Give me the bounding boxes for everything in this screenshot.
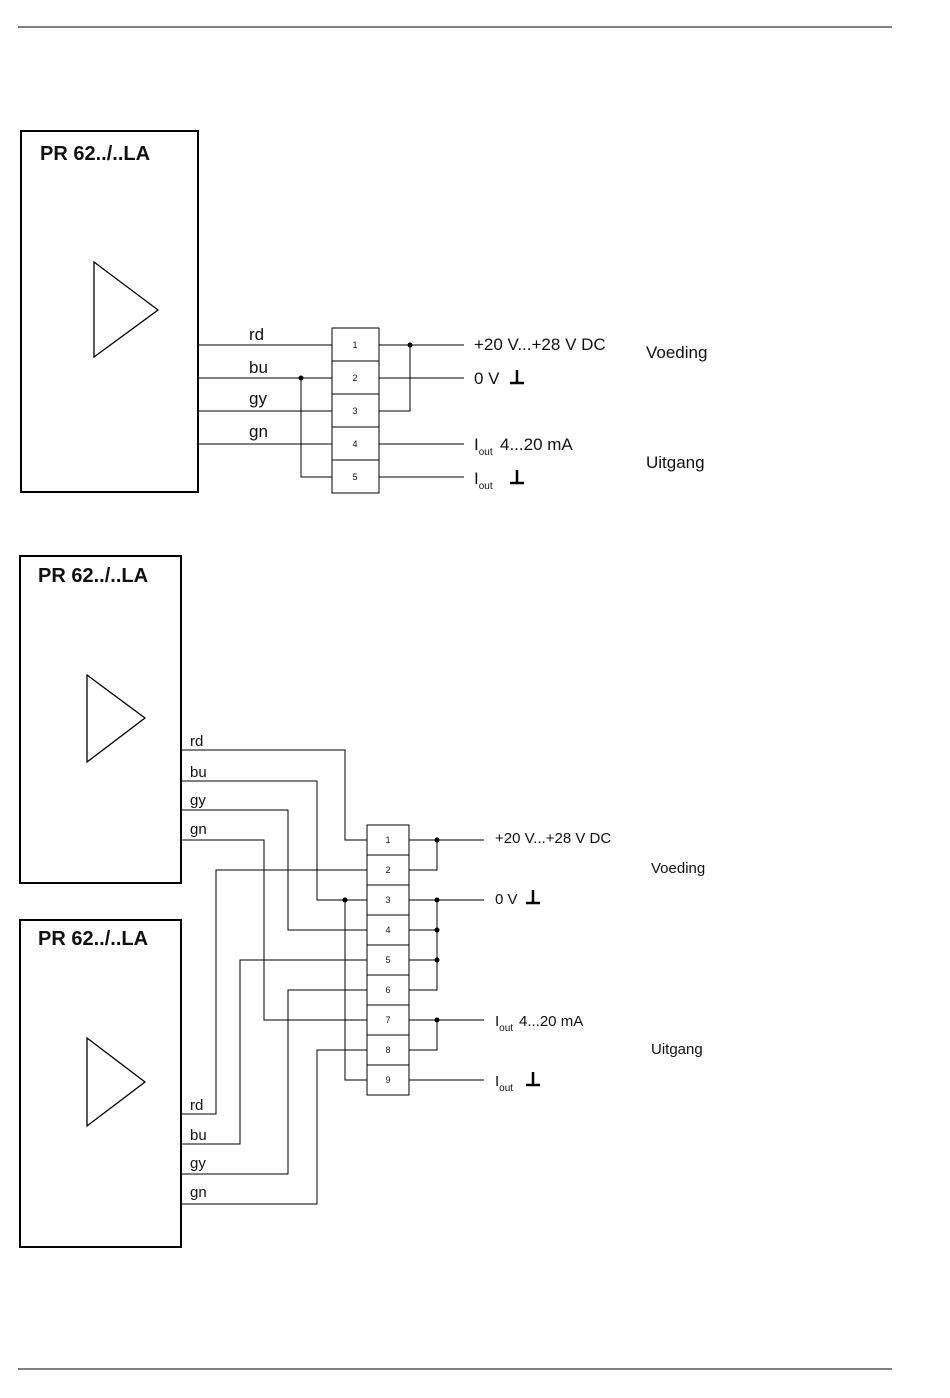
junction-dot [435,898,440,903]
ground-icon [526,1072,540,1085]
terminal-number: 5 [385,955,390,965]
diagram-single-loadcell: PR 62../..LA rd bu gy gn 1 2 3 4 5 [21,131,707,493]
junction-dot [343,898,348,903]
zero-v-label: 0 V [474,369,500,388]
ground-icon [510,470,524,483]
loadcell-box-bottom [20,920,181,1247]
wire-label-bu: bu [249,358,268,377]
amplifier-icon [87,675,145,762]
terminal-number: 3 [352,406,357,416]
terminal-block: 1 2 3 4 5 6 7 8 9 [367,825,409,1095]
wire-label-top-bu: bu [190,764,207,781]
junction-dot [435,838,440,843]
terminal-number: 1 [352,340,357,350]
wire-label-top-gn: gn [190,821,207,838]
wire-bottom-gn [181,1050,367,1204]
supply-plus-label: +20 V...+28 V DC [495,830,611,847]
junction-dot [408,343,413,348]
wire-label-bottom-bu: bu [190,1127,207,1144]
wire-label-bottom-gn: gn [190,1184,207,1201]
wire-label-gy: gy [249,389,267,408]
wire-top-rd [181,750,367,840]
diagram-dual-loadcell: PR 62../..LA PR 62../..LA rd bu gy gn rd… [20,556,705,1247]
wire-label-gn: gn [249,422,268,441]
loadcell-title-top: PR 62../..LA [38,565,148,587]
junction-dot [299,376,304,381]
amplifier-icon [87,1038,145,1126]
loadcell-box [21,131,198,492]
iout-gnd-label: Iout [495,1073,513,1094]
terminal-block: 1 2 3 4 5 [332,328,379,493]
loadcell-box-top [20,556,181,883]
wire-label-rd: rd [249,325,264,344]
terminal-number: 6 [385,985,390,995]
wire-bottom-gy [181,990,367,1174]
loadcell-title-bottom: PR 62../..LA [38,928,148,950]
loadcell-title: PR 62../..LA [40,143,150,165]
terminal-number: 2 [385,865,390,875]
bridge-7-8 [409,1020,437,1050]
iout-gnd-label: Iout [474,469,493,492]
ground-icon [510,370,524,383]
junction-dot [435,1018,440,1023]
wire-bu-to-5 [301,378,332,477]
iout-label: Iout [495,1013,513,1034]
wire-bottom-bu [181,960,367,1144]
terminal-number: 7 [385,1015,390,1025]
junction-dot [435,958,440,963]
terminal-number: 1 [385,835,390,845]
wire-label-bottom-gy: gy [190,1155,206,1172]
group-label-output: Uitgang [646,453,705,472]
terminal-number: 4 [352,439,357,449]
iout-label: Iout [474,435,493,458]
junction-dot [435,928,440,933]
terminal-number: 5 [352,472,357,482]
group-label-supply: Voeding [646,343,707,362]
supply-plus-label: +20 V...+28 V DC [474,335,606,354]
bridge-3-6 [409,900,437,990]
group-label-output: Uitgang [651,1041,703,1058]
wire-label-top-gy: gy [190,792,206,809]
wire-label-bottom-rd: rd [190,1097,203,1114]
ground-icon [526,890,540,903]
terminal-number: 4 [385,925,390,935]
wire-label-top-rd: rd [190,733,203,750]
zero-v-label: 0 V [495,891,518,908]
terminal-number: 9 [385,1075,390,1085]
wire-bottom-rd [181,870,367,1114]
amplifier-icon [94,262,158,357]
terminal-number: 8 [385,1045,390,1055]
terminal-number: 2 [352,373,357,383]
iout-range-label: 4...20 mA [519,1013,583,1030]
group-label-supply: Voeding [651,860,705,877]
bridge-1-2 [409,840,437,870]
terminal-number: 3 [385,895,390,905]
iout-range-label: 4...20 mA [500,435,573,454]
